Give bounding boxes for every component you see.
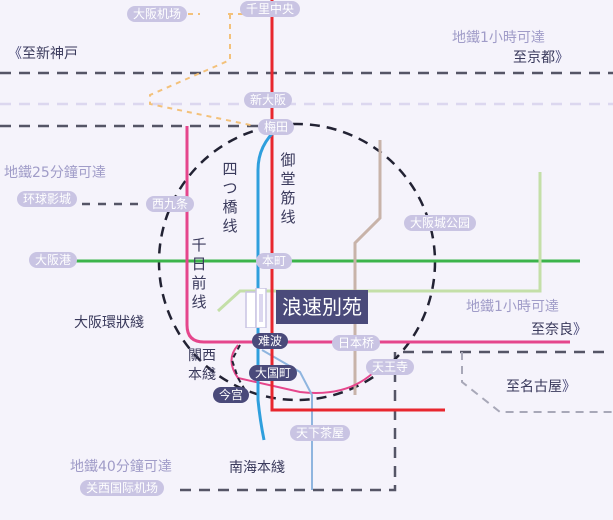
line-tanimachi xyxy=(353,140,382,395)
label-nankai-line: 南海本綫 xyxy=(229,460,285,476)
station-imamiya[interactable]: 今宫 xyxy=(212,387,250,403)
note-subway-1h-north: 地鐵1小時可達 xyxy=(452,30,545,46)
station-daikokucho[interactable]: 大国町 xyxy=(248,365,298,381)
chevron-left-icon: 《 xyxy=(8,46,22,62)
station-tengachaya[interactable]: 天下茶屋 xyxy=(289,425,351,441)
line-nagahori xyxy=(216,172,542,313)
direction-nara-label: 至奈良 xyxy=(531,322,573,338)
chevron-right-icon: 》 xyxy=(573,322,587,338)
station-nishikujo[interactable]: 西九条 xyxy=(145,196,195,212)
line-kansai-main xyxy=(230,344,249,396)
station-tennoji[interactable]: 天王寺 xyxy=(365,359,415,375)
line-yotsubashi xyxy=(256,126,279,441)
station-senri-chuo[interactable]: 千里中央 xyxy=(239,1,301,17)
direction-kyoto[interactable]: 至京都》 xyxy=(513,47,569,67)
direction-kyoto-label: 至京都 xyxy=(513,50,555,66)
label-yotsubashi-line: 四つ橋线 xyxy=(222,160,238,235)
note-subway-1h-east: 地鐵1小時可達 xyxy=(466,299,559,315)
direction-kobe[interactable]: 《至新神戸 xyxy=(8,43,78,63)
line-airport-branch xyxy=(149,14,256,127)
station-osaka-castle-park[interactable]: 大阪城公园 xyxy=(403,215,477,231)
direction-nara[interactable]: 至奈良》 xyxy=(531,319,587,339)
station-osaka-airport[interactable]: 大阪机场 xyxy=(126,6,188,22)
station-umeda[interactable]: 梅田 xyxy=(257,119,295,135)
building-icon xyxy=(245,288,267,328)
direction-nagoya-label: 至名古屋 xyxy=(506,379,562,395)
station-namba[interactable]: 难波 xyxy=(251,333,289,349)
label-kansai-main-line: 關西本綫 xyxy=(188,348,216,383)
station-shin-osaka[interactable]: 新大阪 xyxy=(243,92,293,108)
note-subway-40m: 地鐵40分鐘可達 xyxy=(70,459,172,475)
label-loop-line: 大阪環狀綫 xyxy=(74,315,144,331)
label-sennichimae-line: 千日前线 xyxy=(191,236,207,311)
note-subway-25m: 地鐵25分鐘可達 xyxy=(4,165,106,181)
station-universal[interactable]: 环球影城 xyxy=(16,191,78,207)
line-loop-lower xyxy=(230,344,379,394)
featured-location-label[interactable]: 浪速別苑 xyxy=(276,290,368,324)
direction-nagoya[interactable]: 至名古屋》 xyxy=(506,376,576,396)
chevron-right-icon: 》 xyxy=(562,379,576,395)
line-loop xyxy=(185,126,245,344)
station-osaka-port[interactable]: 大阪港 xyxy=(28,252,78,268)
line-midosuji xyxy=(270,0,445,412)
line-nankai xyxy=(261,349,313,490)
station-kansai-airport[interactable]: 关西国际机场 xyxy=(79,480,165,496)
station-honmachi[interactable]: 本町 xyxy=(255,253,293,269)
chevron-right-icon: 》 xyxy=(555,50,569,66)
line-kansai-airport-dash xyxy=(180,352,397,492)
direction-kobe-label: 至新神戸 xyxy=(22,46,78,62)
station-nippombashi[interactable]: 日本桥 xyxy=(331,335,381,351)
label-midosuji-line: 御堂筋线 xyxy=(280,151,296,226)
line-nagoya-dash xyxy=(461,352,613,413)
